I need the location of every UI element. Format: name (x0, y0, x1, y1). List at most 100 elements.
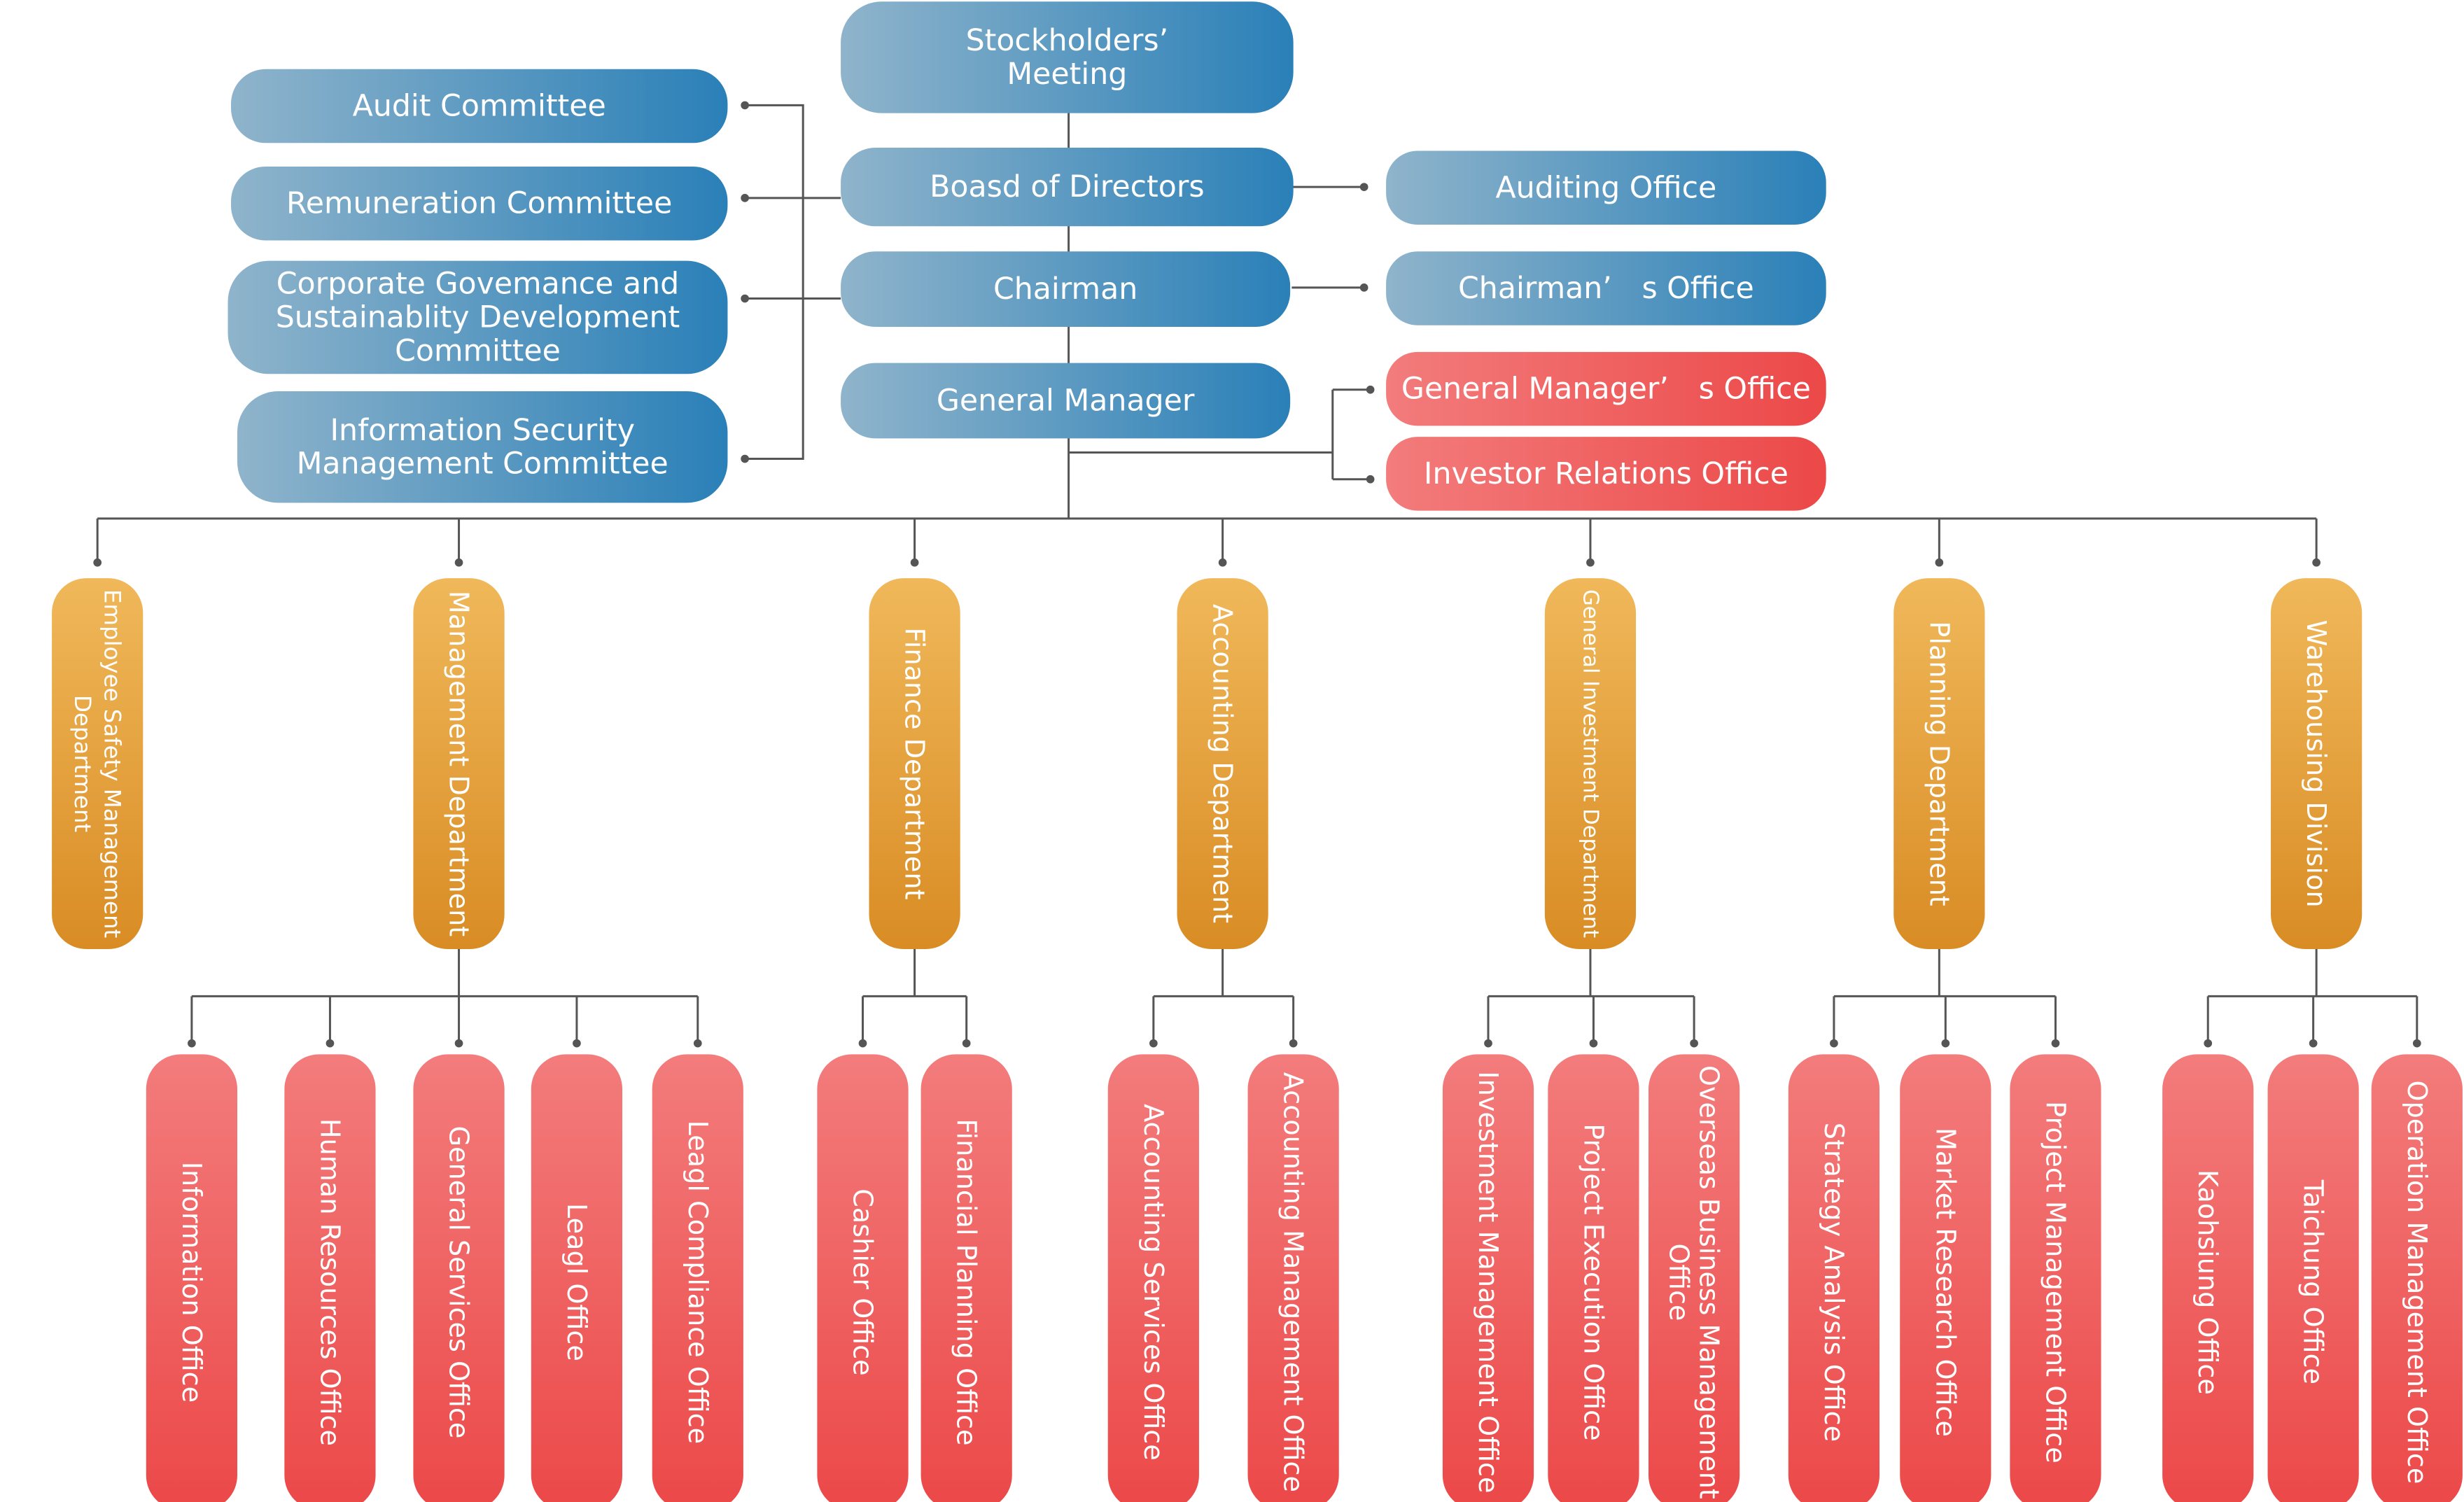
dept-1-sub-dot-1 (326, 1039, 335, 1048)
dept-1-office-2-node-label: General Services Office (444, 1125, 475, 1438)
committee-1-node-label: Remuneration Committee (286, 186, 672, 221)
dept-1-office-3-node: Leagl Office (531, 1054, 623, 1502)
chairmans-office-node-box (1386, 251, 1826, 325)
dept-3-office-1-node: Accounting Management Office (1247, 1054, 1339, 1502)
department-1-node: Management Department (413, 578, 505, 949)
dept-1-sub-dot-3 (573, 1039, 581, 1048)
dept-5-office-1-node-label: Market Research Office (1930, 1128, 1961, 1437)
investor-relations-office-node-label: Investor Relations Office (1424, 456, 1788, 491)
dept-4-office-1-node-box (1548, 1054, 1639, 1502)
department-3-node-box (1177, 578, 1268, 949)
department-6-node-box (2271, 578, 2362, 949)
department-4-node-box (1544, 578, 1637, 949)
dept-5-sub-dot-1 (1941, 1039, 1950, 1048)
auditing-office-node-label: Auditing Office (1495, 170, 1716, 205)
committee-dot-0 (741, 101, 749, 110)
dept-1-office-2-node-box (413, 1054, 505, 1502)
dept-4-sub-dot-2 (1690, 1039, 1698, 1048)
dept-1-office-4-node-box (652, 1054, 743, 1502)
dept-3-office-1-node-label: Accounting Management Office (1278, 1072, 1309, 1492)
dept-1-sub-dot-4 (693, 1039, 702, 1048)
department-6-node: Warehousing Division (2271, 578, 2362, 949)
dept-6-sub-dot-2 (2412, 1039, 2421, 1048)
dept-4-office-1-node: Project Execution Office (1548, 1054, 1639, 1502)
chairmans-office-node: Chairman’ s Office (1386, 251, 1826, 325)
dept-2-office-1-node: Financial Planning Office (920, 1054, 1012, 1502)
dept-3-office-0-node-box (1107, 1054, 1199, 1502)
dept-5-office-0-node: Strategy Analysis Office (1788, 1054, 1880, 1502)
dept-1-office-1-node: Human Resources Office (284, 1054, 376, 1502)
stockholders-meeting-node: Stockholders’Meeting (841, 1, 1294, 113)
dept-5-sub-dot-2 (2051, 1039, 2060, 1048)
dept-6-office-2-node: Operation Management Office (2371, 1054, 2463, 1502)
committee-bracket (745, 104, 804, 461)
chairman-node-label: Chairman (993, 272, 1138, 307)
gm-office-dot (1366, 385, 1375, 394)
chairman-node: Chairman (841, 251, 1291, 327)
dept-5-office-2-node-label: Project Management Office (2040, 1101, 2071, 1464)
department-2-node-label: Finance Department (899, 628, 930, 900)
department-2-node-box (869, 578, 960, 949)
dept-1-office-4-node-label: Leagl Compliance Office (682, 1121, 713, 1444)
dept-1-office-4-node: Leagl Compliance Office (652, 1054, 743, 1502)
dept-4-sub-dot-1 (1589, 1039, 1598, 1048)
dept-2-sub-dot-0 (858, 1039, 867, 1048)
auditing-dot (1359, 183, 1368, 191)
department-0-node-label: Employee Safety ManagementDepartment (69, 589, 126, 938)
gm-office-node-box (1386, 351, 1826, 426)
ir-office-dot (1366, 475, 1375, 484)
auditing-office-node-box (1386, 150, 1826, 225)
committee-0-node: Audit Committee (231, 69, 728, 143)
department-3-node: Accounting Department (1177, 578, 1268, 949)
general-manager-node: General Manager (841, 363, 1291, 439)
general-manager-node-label: General Manager (937, 383, 1195, 418)
department-1-node-label: Management Department (444, 591, 475, 936)
dept-5-sub-dot-0 (1830, 1039, 1838, 1048)
board-of-directors-node-label: Boasd of Directors (930, 169, 1204, 204)
dept-dot-2 (910, 558, 919, 567)
dept-dot-1 (454, 558, 463, 567)
dept-6-office-1-node-label: Taichung Office (2298, 1179, 2329, 1384)
committee-0-node-box (231, 69, 728, 143)
department-5-node-label: Planning Department (1924, 621, 1954, 906)
committee-dot-3 (741, 454, 749, 463)
dept-2-office-0-node-label: Cashier Office (848, 1188, 878, 1375)
dept-1-office-0-node-box (146, 1054, 237, 1502)
dept-6-office-2-node-box (2371, 1054, 2463, 1502)
dept-5-office-1-node-box (1900, 1054, 1991, 1502)
dept-4-office-0-node-box (1442, 1054, 1534, 1502)
dept-4-office-0-node-label: Investment Management Office (1473, 1071, 1504, 1493)
dept-6-office-0-node: Kaohsiung Office (2162, 1054, 2254, 1502)
dept-1-office-2-node: General Services Office (413, 1054, 505, 1502)
committee-dot-1 (741, 194, 749, 202)
committee-1-node: Remuneration Committee (231, 166, 728, 241)
dept-1-office-3-node-label: Leagl Office (561, 1203, 592, 1361)
general-manager-node-box (841, 363, 1291, 439)
stockholders-meeting-node-label: Stockholders’Meeting (966, 23, 1169, 92)
department-5-node-box (1893, 578, 1985, 949)
dept-6-office-1-node-box (2267, 1054, 2359, 1502)
committee-dot-2 (741, 294, 749, 303)
dept-dot-3 (1218, 558, 1227, 567)
department-4-node: General Investment Department (1544, 578, 1637, 949)
connector-lines (93, 101, 2421, 1048)
board-of-directors-node-box (841, 148, 1294, 227)
dept-5-office-0-node-label: Strategy Analysis Office (1819, 1123, 1849, 1442)
dept-5-office-2-node: Project Management Office (2010, 1054, 2101, 1502)
dept-3-sub-dot-1 (1289, 1039, 1298, 1048)
dept-2-office-1-node-box (920, 1054, 1012, 1502)
committee-1-node-box (231, 166, 728, 241)
dept-6-office-0-node-label: Kaohsiung Office (2192, 1170, 2223, 1395)
dept-2-office-1-node-label: Financial Planning Office (951, 1118, 982, 1445)
dept-2-office-0-node: Cashier Office (817, 1054, 909, 1502)
committee-3-node-box (237, 391, 728, 503)
stockholders-meeting-node-box (841, 1, 1294, 113)
dept-6-office-2-node-label: Operation Management Office (2402, 1080, 2432, 1484)
dept-dot-0 (93, 558, 102, 567)
dept-5-office-1-node: Market Research Office (1900, 1054, 1991, 1502)
